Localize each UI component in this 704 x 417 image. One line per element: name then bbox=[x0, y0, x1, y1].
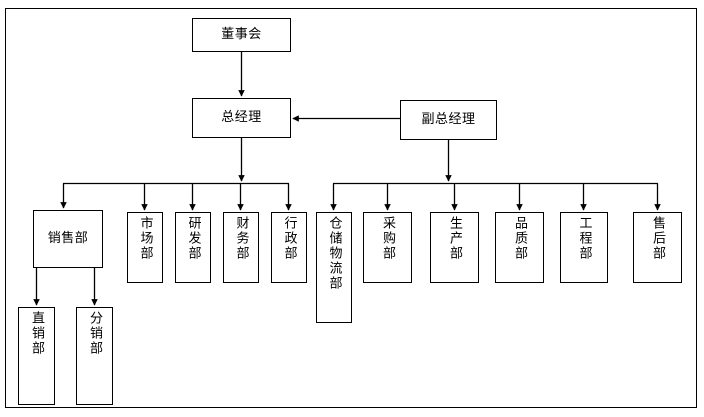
node-quality-department[interactable]: 品质部 bbox=[495, 212, 544, 283]
node-label: 副总经理 bbox=[421, 111, 476, 127]
node-direct-sales-department[interactable]: 直销部 bbox=[18, 307, 55, 405]
node-label: 生产部 bbox=[447, 216, 462, 261]
node-deputy-general-manager[interactable]: 副总经理 bbox=[400, 100, 497, 140]
node-sales-department[interactable]: 销售部 bbox=[33, 210, 103, 268]
node-label: 售后部 bbox=[650, 216, 665, 261]
node-label: 财务部 bbox=[233, 216, 249, 261]
node-label: 品质部 bbox=[512, 216, 527, 261]
node-label: 工程部 bbox=[576, 216, 592, 261]
node-label: 直销部 bbox=[29, 311, 44, 356]
node-administration-department[interactable]: 行政部 bbox=[271, 212, 307, 283]
node-warehouse-logistics-department[interactable]: 仓储物流部 bbox=[316, 212, 352, 323]
node-label: 行政部 bbox=[281, 216, 297, 261]
node-label: 采购部 bbox=[380, 216, 395, 261]
node-label: 总经理 bbox=[221, 109, 262, 125]
node-finance-department[interactable]: 财务部 bbox=[223, 212, 259, 283]
node-board-of-directors[interactable]: 董事会 bbox=[192, 18, 291, 52]
node-production-department[interactable]: 生产部 bbox=[430, 212, 479, 283]
node-label: 董事会 bbox=[221, 26, 262, 42]
node-label: 分销部 bbox=[87, 311, 102, 356]
node-rnd-department[interactable]: 研发部 bbox=[175, 212, 211, 283]
node-after-sales-department[interactable]: 售后部 bbox=[633, 212, 682, 283]
diagram-frame-border bbox=[5, 8, 697, 408]
node-label: 市场部 bbox=[137, 216, 153, 261]
node-purchasing-department[interactable]: 采购部 bbox=[363, 212, 412, 283]
node-label: 销售部 bbox=[47, 230, 89, 246]
node-general-manager[interactable]: 总经理 bbox=[192, 98, 291, 138]
node-distribution-department[interactable]: 分销部 bbox=[76, 307, 113, 405]
node-label: 研发部 bbox=[185, 216, 201, 261]
node-marketing-department[interactable]: 市场部 bbox=[127, 212, 163, 283]
node-engineering-department[interactable]: 工程部 bbox=[560, 212, 608, 283]
node-label: 仓储物流部 bbox=[326, 216, 342, 291]
